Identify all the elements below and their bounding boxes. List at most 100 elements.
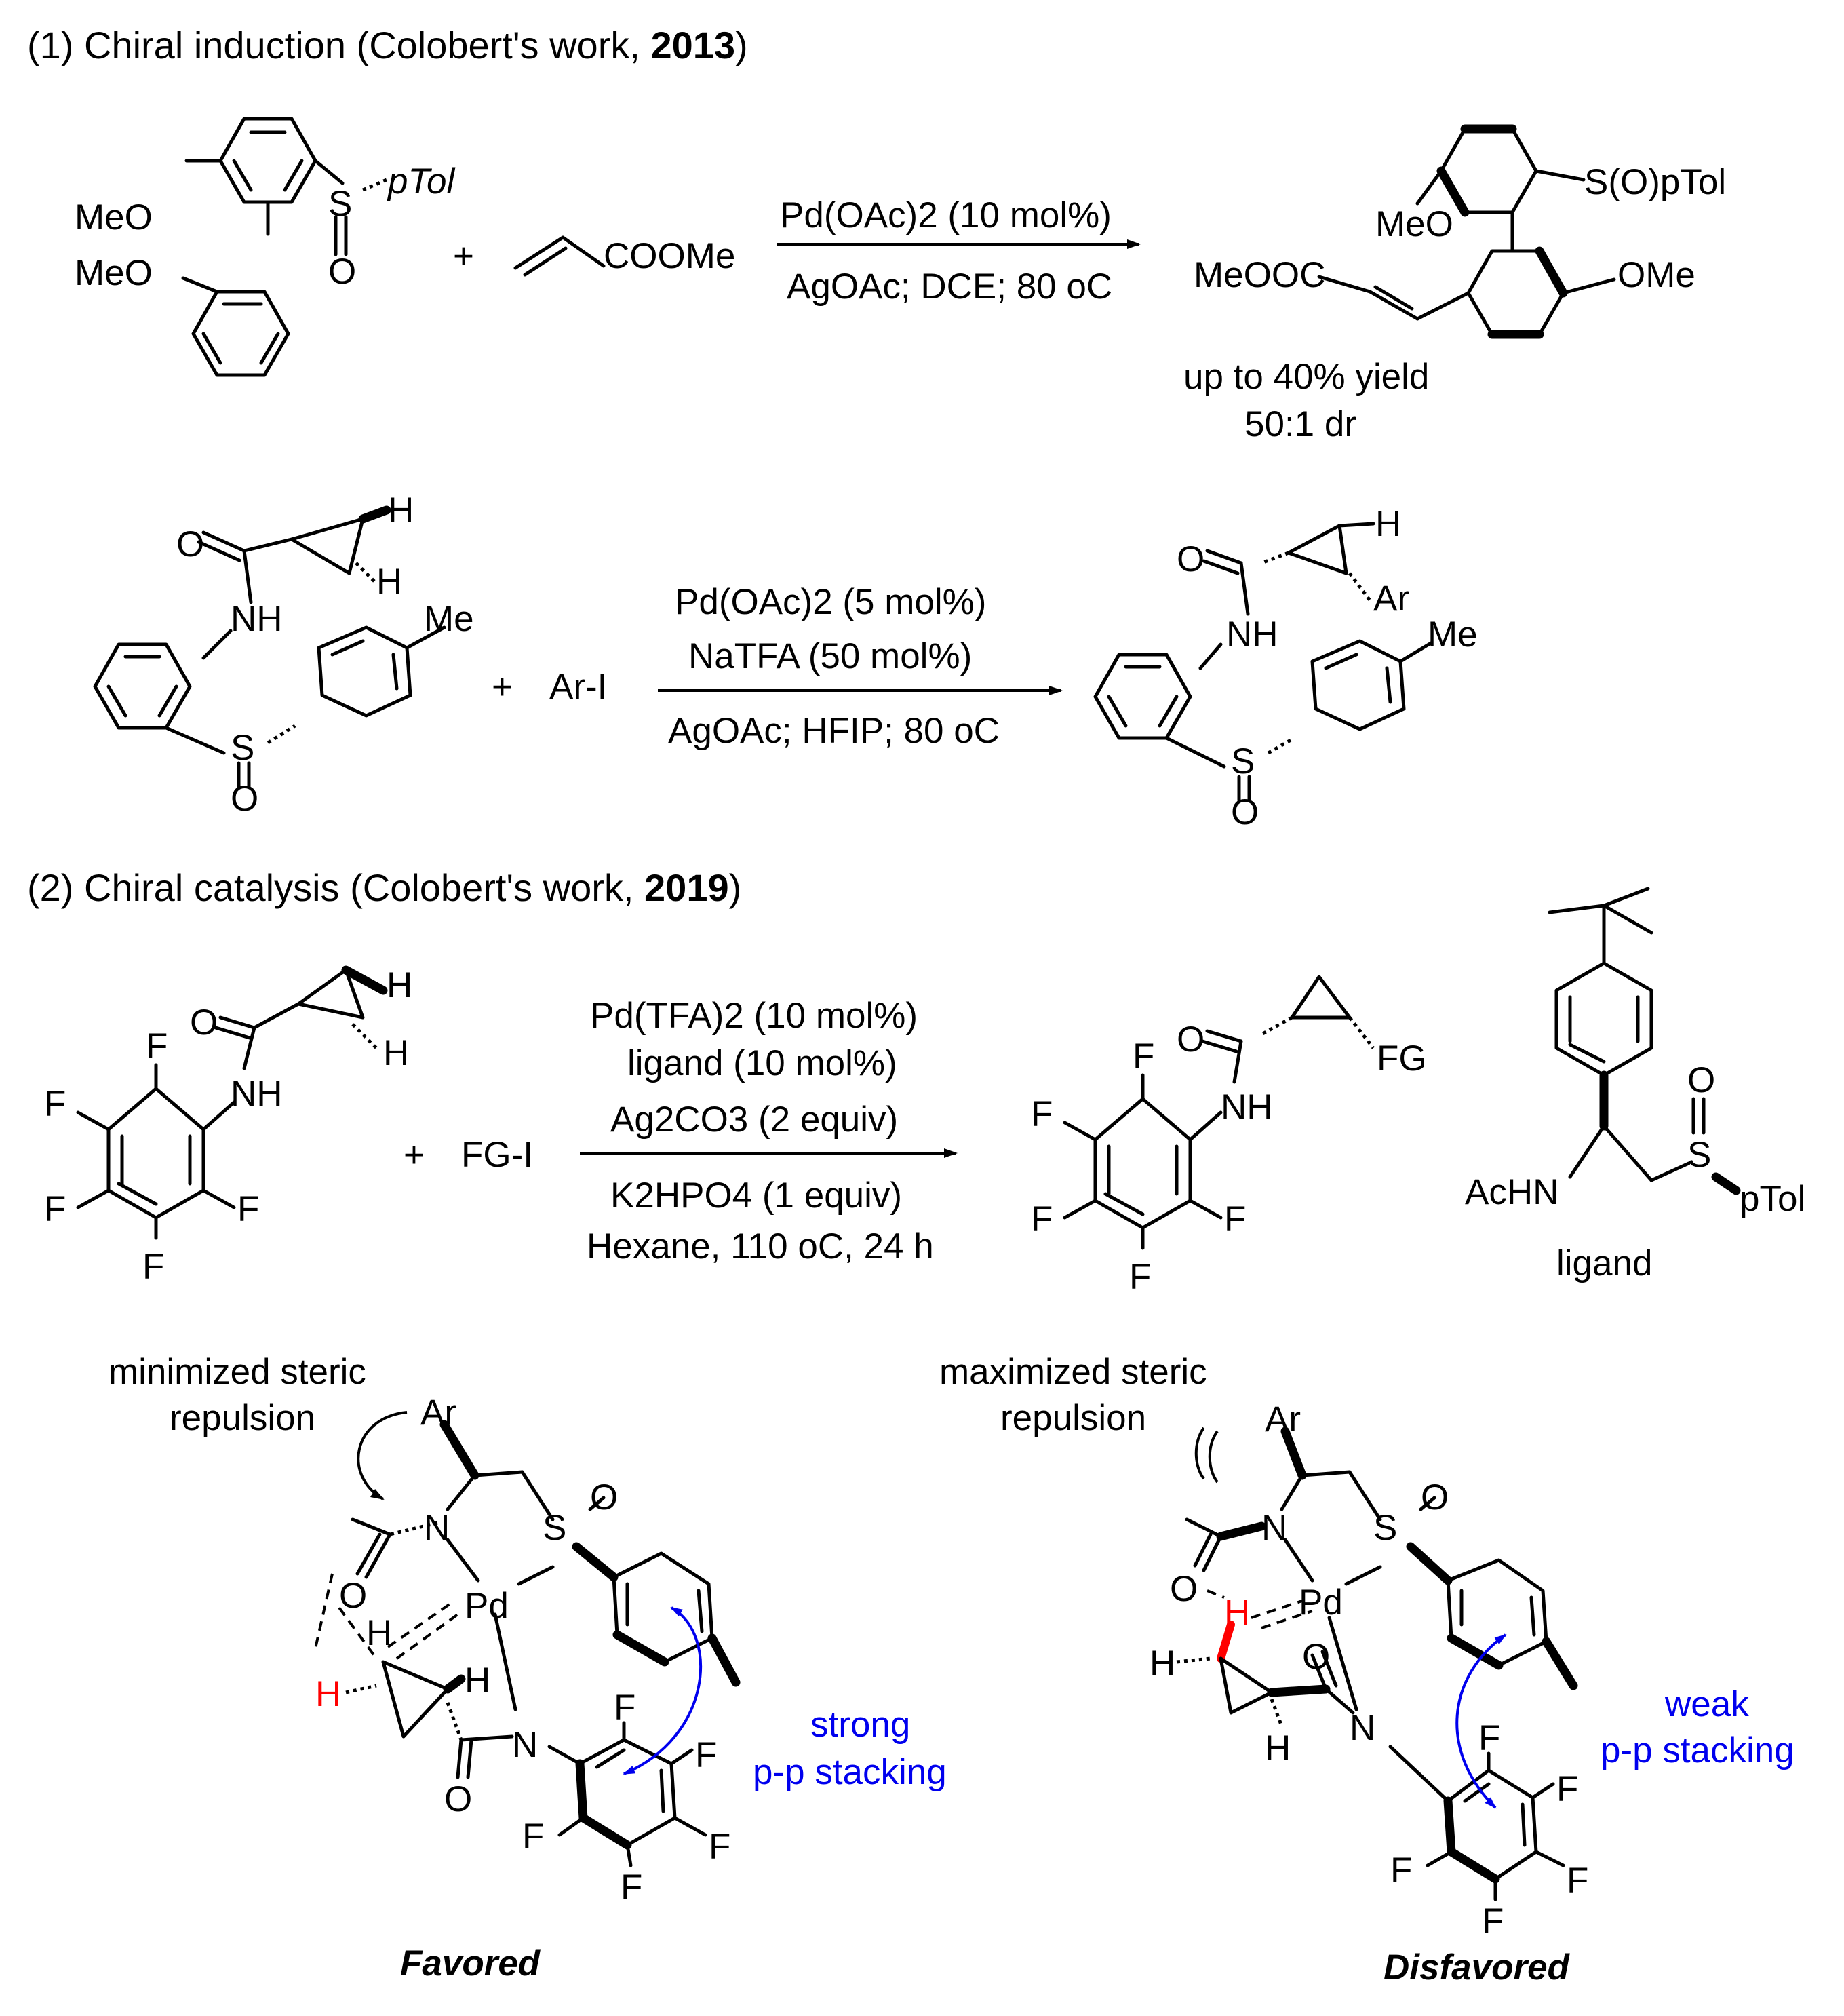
disfavored-ar: Ar (1265, 1399, 1301, 1439)
reaction1-dr: 50:1 dr (1244, 404, 1356, 444)
reaction2-product-nh: NH (1226, 615, 1278, 655)
favored-stacking-line1: strong (810, 1705, 910, 1745)
ligand-structure: AcHN S O pTol ligand (1465, 887, 1805, 1283)
favored-h-top: H (366, 1613, 392, 1653)
favored-h-red: H (315, 1674, 341, 1714)
disfavored-h-left: H (1150, 1644, 1175, 1684)
reaction1-sm-sulfur: S (328, 184, 352, 224)
favored-stacking-line2: p-p stacking (753, 1752, 947, 1792)
reaction1-product-ome: OMe (1617, 255, 1695, 295)
favored-f5: F (522, 1817, 544, 1857)
reaction3-sm-f5: F (142, 1247, 164, 1287)
reaction3-sm-carbonyl-o: O (190, 1003, 218, 1043)
reaction1-product-meo: MeO (1375, 204, 1453, 244)
disfavored-f3: F (1567, 1861, 1588, 1901)
reaction3-product-f5: F (1129, 1257, 1151, 1297)
favored-n1: N (424, 1508, 450, 1548)
reaction3-sm-f2: F (44, 1084, 66, 1124)
favored-transition-state: Ar N S O O Pd H H H O N F F F F F (314, 1393, 741, 1907)
favored-f1: F (614, 1688, 635, 1728)
reaction1-coome: COOMe (604, 236, 735, 276)
reaction3-product-f4: F (1224, 1199, 1246, 1239)
favored-caption: Favored (400, 1943, 541, 1983)
reaction1-product-ester: MeOOC (1194, 255, 1325, 295)
reaction2-product: O H Ar NH Me S O (1093, 504, 1478, 832)
section1-heading: (1) Chiral induction (Colobert's work, 2… (27, 24, 748, 66)
ligand-caption: ligand (1556, 1243, 1652, 1283)
disfavored-caption: Disfavored (1384, 1947, 1571, 1988)
reaction3-condition-5: Hexane, 110 oC, 24 h (587, 1226, 934, 1266)
reaction3-starting-material: O H H NH F F F F F (44, 965, 412, 1287)
favored-n2: N (512, 1725, 538, 1765)
reaction3-sm-nh: NH (231, 1074, 283, 1114)
reaction2-starting-material: O H H NH Me S O (93, 490, 474, 819)
favored-note-line1: minimized steric (109, 1352, 366, 1392)
disfavored-h-red: H (1224, 1593, 1250, 1633)
ligand-ptol: pTol (1740, 1179, 1805, 1219)
disfavored-f5: F (1390, 1850, 1412, 1891)
favored-pd: Pd (465, 1586, 509, 1626)
section2-heading: (2) Chiral catalysis (Colobert's work, 2… (27, 866, 741, 909)
reaction1-sm-meo-top: MeO (75, 197, 153, 237)
reaction3-sm-f3: F (44, 1189, 66, 1229)
reaction2-sm-sulfur: S (231, 728, 254, 768)
reaction2-sm-carbonyl-o: O (176, 524, 204, 564)
disfavored-sulfur: S (1373, 1508, 1397, 1548)
reaction2-product-carbonyl-o: O (1177, 539, 1204, 579)
reaction3-product-f3: F (1031, 1199, 1053, 1239)
reaction1-product: MeO S(O)pTol MeOOC OMe (1194, 124, 1726, 339)
reaction3-condition-2: ligand (10 mol%) (627, 1043, 897, 1083)
disfavored-pd: Pd (1299, 1583, 1343, 1623)
reaction1-sm-oxygen: O (328, 252, 356, 292)
reaction3-product-nh: NH (1221, 1087, 1273, 1127)
disfavored-f2: F (1556, 1769, 1578, 1809)
reaction2-product-ar: Ar (1373, 579, 1409, 619)
disfavored-stacking-line2: p-p stacking (1601, 1730, 1794, 1770)
disfavored-sulfinyl-o: O (1421, 1477, 1449, 1517)
disfavored-n2: N (1350, 1708, 1375, 1748)
reaction3-sm-h1: H (387, 965, 412, 1005)
reaction2-sm-h2: H (376, 562, 402, 602)
reaction3-sm-f1: F (146, 1026, 168, 1066)
disfavored-note-line1: maximized steric (939, 1352, 1207, 1392)
reaction2-sm-nh: NH (231, 599, 283, 639)
reaction1-plus: + (453, 236, 474, 276)
reaction2-condition-1: Pd(OAc)2 (5 mol%) (675, 582, 986, 622)
reaction3-product-f1: F (1133, 1036, 1154, 1077)
favored-f2: F (695, 1735, 717, 1775)
reaction3-product-fg: FG (1377, 1039, 1427, 1079)
reaction2-product-h: H (1375, 504, 1401, 544)
favored-ar: Ar (420, 1393, 456, 1433)
disfavored-h-bottom: H (1265, 1728, 1291, 1768)
reaction2-sm-sulfinyl-o: O (231, 779, 258, 819)
reaction1-methyl-acrylate: COOMe (513, 235, 735, 277)
reaction3-sm-h2: H (383, 1033, 409, 1073)
disfavored-note-line2: repulsion (1000, 1398, 1146, 1438)
disfavored-f4: F (1482, 1901, 1504, 1941)
reaction2-product-sulfur: S (1231, 741, 1255, 781)
reaction2-product-me: Me (1428, 615, 1478, 655)
reaction2-condition-3: AgOAc; HFIP; 80 oC (668, 711, 1000, 751)
reaction2-sm-h1: H (388, 490, 414, 530)
reaction2-product-sulfinyl-o: O (1231, 792, 1259, 832)
reaction3-reagent: FG-I (461, 1135, 533, 1175)
favored-sulfinyl-o: O (590, 1477, 618, 1517)
ligand-sulfur: S (1687, 1135, 1711, 1175)
favored-amide-o: O (444, 1779, 472, 1819)
favored-note-line2: repulsion (170, 1398, 315, 1438)
reaction1-yield: up to 40% yield (1183, 357, 1429, 397)
reaction1-starting-material: MeO MeO S O pTol (75, 117, 455, 377)
reaction3-plus: + (404, 1135, 425, 1175)
reaction3-sm-f4: F (237, 1189, 259, 1229)
reaction3-condition-3: Ag2CO3 (2 equiv) (610, 1100, 898, 1140)
favored-h-right: H (465, 1661, 490, 1701)
reaction1-sm-ptol: pTol (387, 161, 455, 201)
favored-acetyl-o: O (339, 1576, 367, 1616)
disfavored-acetyl-o: O (1170, 1569, 1198, 1609)
reaction2-reagent: Ar-I (549, 667, 607, 707)
disfavored-n1: N (1261, 1508, 1287, 1548)
ligand-achn: AcHN (1465, 1172, 1558, 1212)
reaction3-condition-1: Pd(TFA)2 (10 mol%) (590, 996, 918, 1036)
reaction1-condition-2: AgOAc; DCE; 80 oC (787, 267, 1112, 307)
